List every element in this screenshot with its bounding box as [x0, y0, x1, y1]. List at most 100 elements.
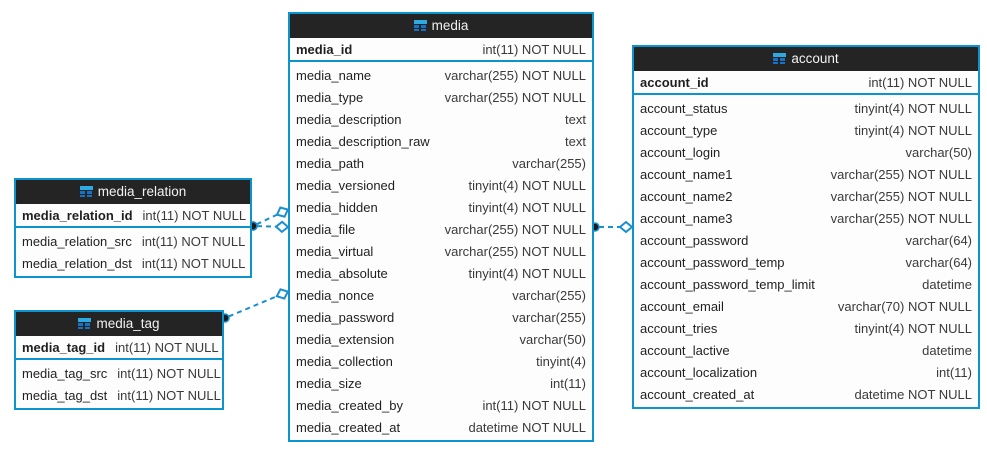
column-name: media_password — [296, 309, 395, 325]
table-icon — [773, 53, 787, 64]
column-name: media_file — [296, 221, 356, 237]
column-row[interactable]: media_description_raw text — [290, 130, 592, 152]
relation-line — [228, 294, 280, 318]
column-row[interactable]: account_lactive datetime — [634, 339, 978, 361]
column-type: varchar(64) — [905, 232, 972, 248]
column-type: varchar(255) NOT NULL — [830, 188, 972, 204]
column-name: account_lactive — [640, 342, 730, 358]
column-name: media_hidden — [296, 199, 378, 215]
column-type: int(11) NOT NULL — [142, 207, 247, 223]
table-icon — [78, 318, 92, 329]
relation-line — [256, 225, 279, 228]
column-type: tinyint(4) NOT NULL — [468, 265, 586, 281]
column-row[interactable]: account_password_temp varchar(64) — [634, 251, 978, 273]
column-row[interactable]: media_tag_src int(11) NOT NULL — [16, 362, 222, 384]
column-type: int(11) NOT NULL — [482, 397, 586, 413]
column-type: int(11) NOT NULL — [117, 365, 221, 381]
column-name: media_description_raw — [296, 133, 430, 149]
column-type: tinyint(4) NOT NULL — [468, 199, 586, 215]
column-name: account_created_at — [640, 386, 755, 402]
column-row[interactable]: media_versioned tinyint(4) NOT NULL — [290, 174, 592, 196]
column-row[interactable]: media_relation_src int(11) NOT NULL — [16, 230, 250, 252]
relation-media_relation-src-to-media — [248, 220, 290, 234]
column-type: varchar(255) — [512, 309, 586, 325]
column-type: varchar(64) — [905, 254, 972, 270]
column-name: account_name2 — [640, 188, 733, 204]
column-name: account_status — [640, 100, 728, 116]
column-name: media_extension — [296, 331, 395, 347]
column-name: media_relation_src — [22, 233, 132, 249]
column-row[interactable]: account_created_at datetime NOT NULL — [634, 383, 978, 405]
table-icon — [79, 186, 93, 197]
columns-body: media_tag_src int(11) NOT NULL media_tag_d… — [16, 360, 222, 408]
column-type: datetime NOT NULL — [854, 386, 972, 402]
column-name: media_versioned — [296, 177, 396, 193]
column-name: account_password_temp — [640, 254, 785, 270]
column-row[interactable]: media_file varchar(255) NOT NULL — [290, 218, 592, 240]
column-name: media_tag_src — [22, 365, 108, 381]
column-name: account_localization — [640, 364, 758, 380]
column-name: media_name — [296, 67, 372, 83]
entity-header-media_tag[interactable]: media_tag — [16, 312, 222, 336]
column-type: varchar(70) NOT NULL — [837, 298, 972, 314]
column-type: text — [565, 133, 586, 149]
column-type: int(11) NOT NULL — [141, 233, 246, 249]
entity-header-account[interactable]: account — [634, 47, 978, 71]
column-name: media_nonce — [296, 287, 375, 303]
entity-title: media_tag — [96, 316, 160, 331]
entity-header-media[interactable]: media — [290, 14, 592, 38]
column-name: media_relation_dst — [22, 255, 132, 271]
column-name: account_type — [640, 122, 718, 138]
column-type: int(11) NOT NULL — [482, 41, 586, 57]
column-name: media_tag_dst — [22, 387, 108, 403]
column-type: datetime — [922, 342, 972, 358]
entity-header-media_relation[interactable]: media_relation — [16, 180, 250, 204]
column-type: int(11) — [550, 375, 586, 391]
column-type: tinyint(4) NOT NULL — [468, 177, 586, 193]
column-row[interactable]: media_password varchar(255) — [290, 306, 592, 328]
column-type: varchar(255) — [512, 155, 586, 171]
column-name: media_created_at — [296, 419, 401, 435]
column-row[interactable]: media_hidden tinyint(4) NOT NULL — [290, 196, 592, 218]
column-name: media_type — [296, 89, 364, 105]
column-type: varchar(255) NOT NULL — [444, 221, 586, 237]
relation-line — [256, 212, 280, 226]
column-type: varchar(255) NOT NULL — [830, 166, 972, 182]
column-row[interactable]: account_name2 varchar(255) NOT NULL — [634, 185, 978, 207]
column-type: int(11) NOT NULL — [115, 339, 219, 355]
